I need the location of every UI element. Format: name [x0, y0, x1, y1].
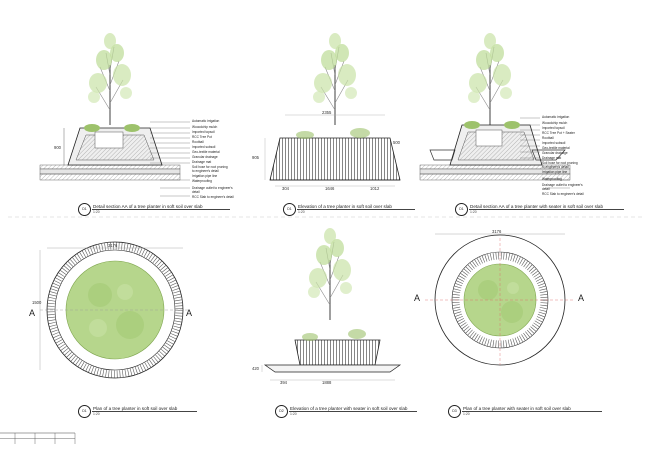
drawing-number: D1: [283, 203, 296, 216]
caption-rule: [92, 209, 230, 211]
drawing-number: D2: [275, 405, 288, 418]
section-marker-right: A: [186, 308, 193, 318]
drawing-scale: 1:20: [93, 412, 100, 416]
note: Rootball: [192, 140, 204, 144]
dim-section-height: 900: [54, 145, 61, 150]
dim-elev-top: 2355: [322, 110, 332, 115]
note: Imported subsoil: [192, 145, 216, 149]
note: Irrigation pipe line: [192, 174, 218, 178]
caption-rule: [297, 209, 415, 211]
plan-3: [425, 233, 575, 366]
note: RCC Tree Pot + Seater: [542, 131, 575, 135]
note: Granular drainage: [192, 155, 218, 159]
note: Waterproofing: [192, 179, 212, 183]
caption-rule: [462, 411, 602, 413]
note: Granular drainage: [542, 151, 568, 155]
drawing-title: Plan of a tree planter in soft soil over…: [93, 406, 178, 411]
drawing-title: Elevation of a tree planter in soft soil…: [298, 204, 392, 209]
note: Automatic irrigation: [542, 115, 570, 119]
note: Imported subsoil: [542, 141, 566, 145]
drawing-scale: 1:20: [463, 412, 470, 416]
plan-1: [39, 241, 190, 379]
note: RCC Slab to engineer's detail: [192, 195, 234, 199]
dim-elev-left-height: 905: [252, 155, 259, 160]
caption-rule: [289, 411, 417, 413]
caption-rule: [469, 209, 624, 211]
elevation-2: [261, 227, 402, 381]
title-block-grid: [0, 433, 76, 444]
note: RCC Tree Pot: [192, 135, 212, 139]
note: Wooodchip mulch: [542, 121, 568, 125]
dim-elev2-bottom-mid: 1888: [322, 380, 332, 385]
note: Drainage outlet to engineer's: [542, 183, 583, 187]
note: Rootball: [542, 136, 554, 140]
note: Automatic irrigation: [192, 119, 220, 123]
note: Irrigation pipe line: [542, 170, 568, 174]
drawing-number: D3: [448, 405, 461, 418]
note: to engineer's detail: [542, 165, 569, 169]
note: Geo-textile material: [192, 150, 220, 154]
drawing-scale: 1:20: [470, 210, 477, 214]
section-marker-left: A: [29, 308, 36, 318]
dim-elev2-bottom-left: 394: [280, 380, 287, 385]
dim-elev-bottom-mid: 1646: [325, 186, 335, 191]
drawing-scale: 1:20: [298, 210, 305, 214]
note: Drainage mat: [542, 156, 562, 160]
note: Soil hose for root pruning: [542, 161, 578, 165]
note: Drainage mat: [192, 160, 212, 164]
drawing-scale: 1:20: [290, 412, 297, 416]
drawing-number: D1: [78, 405, 91, 418]
note: RCC Slab to engineer's detail: [542, 192, 584, 196]
drawing-title: Plan of a tree planter with seater in so…: [463, 406, 571, 411]
drawing-title: Detail section AA of a tree planter in s…: [93, 204, 203, 209]
section-marker-left: A: [414, 293, 421, 303]
note: Soil hose for root pruning: [192, 165, 228, 169]
note: to engineer's detail: [192, 169, 219, 173]
dim-elev-bottom-left: 304: [282, 186, 289, 191]
note: Imported topsoil: [192, 130, 215, 134]
note: detail: [542, 187, 550, 191]
drawing-number: D1: [78, 203, 91, 216]
section-marker-right: A: [578, 293, 585, 303]
elevation-1: [264, 32, 401, 187]
note: Drainage outlet to engineer's: [192, 186, 233, 190]
drawing-title: Detail section AA of a tree planter with…: [470, 204, 604, 209]
note: Waterproofing: [542, 177, 562, 181]
note: Imported topsoil: [542, 126, 565, 130]
drawing-scale: 1:20: [93, 210, 100, 214]
section-3: [419, 32, 571, 189]
caption-rule: [92, 411, 197, 413]
drawing-title: Elevation of a tree planter with seater …: [290, 406, 408, 411]
dim-elev-right: 500: [393, 140, 400, 145]
dim-elev2-left-height: 420: [252, 366, 259, 371]
section-1: [39, 32, 190, 197]
dim-plan2-diameter: 3176: [492, 229, 502, 234]
note: detail: [192, 190, 200, 194]
note: Geo-textile material: [542, 146, 570, 150]
title-block: [0, 433, 75, 444]
note: Wooodchip mulch: [192, 125, 218, 129]
dim-plan1-radius: 1500: [32, 300, 42, 305]
drawing-number: D1: [455, 203, 468, 216]
dim-elev-bottom-right: 1012: [370, 186, 380, 191]
dim-plan1-diameter: 3176: [108, 243, 118, 248]
